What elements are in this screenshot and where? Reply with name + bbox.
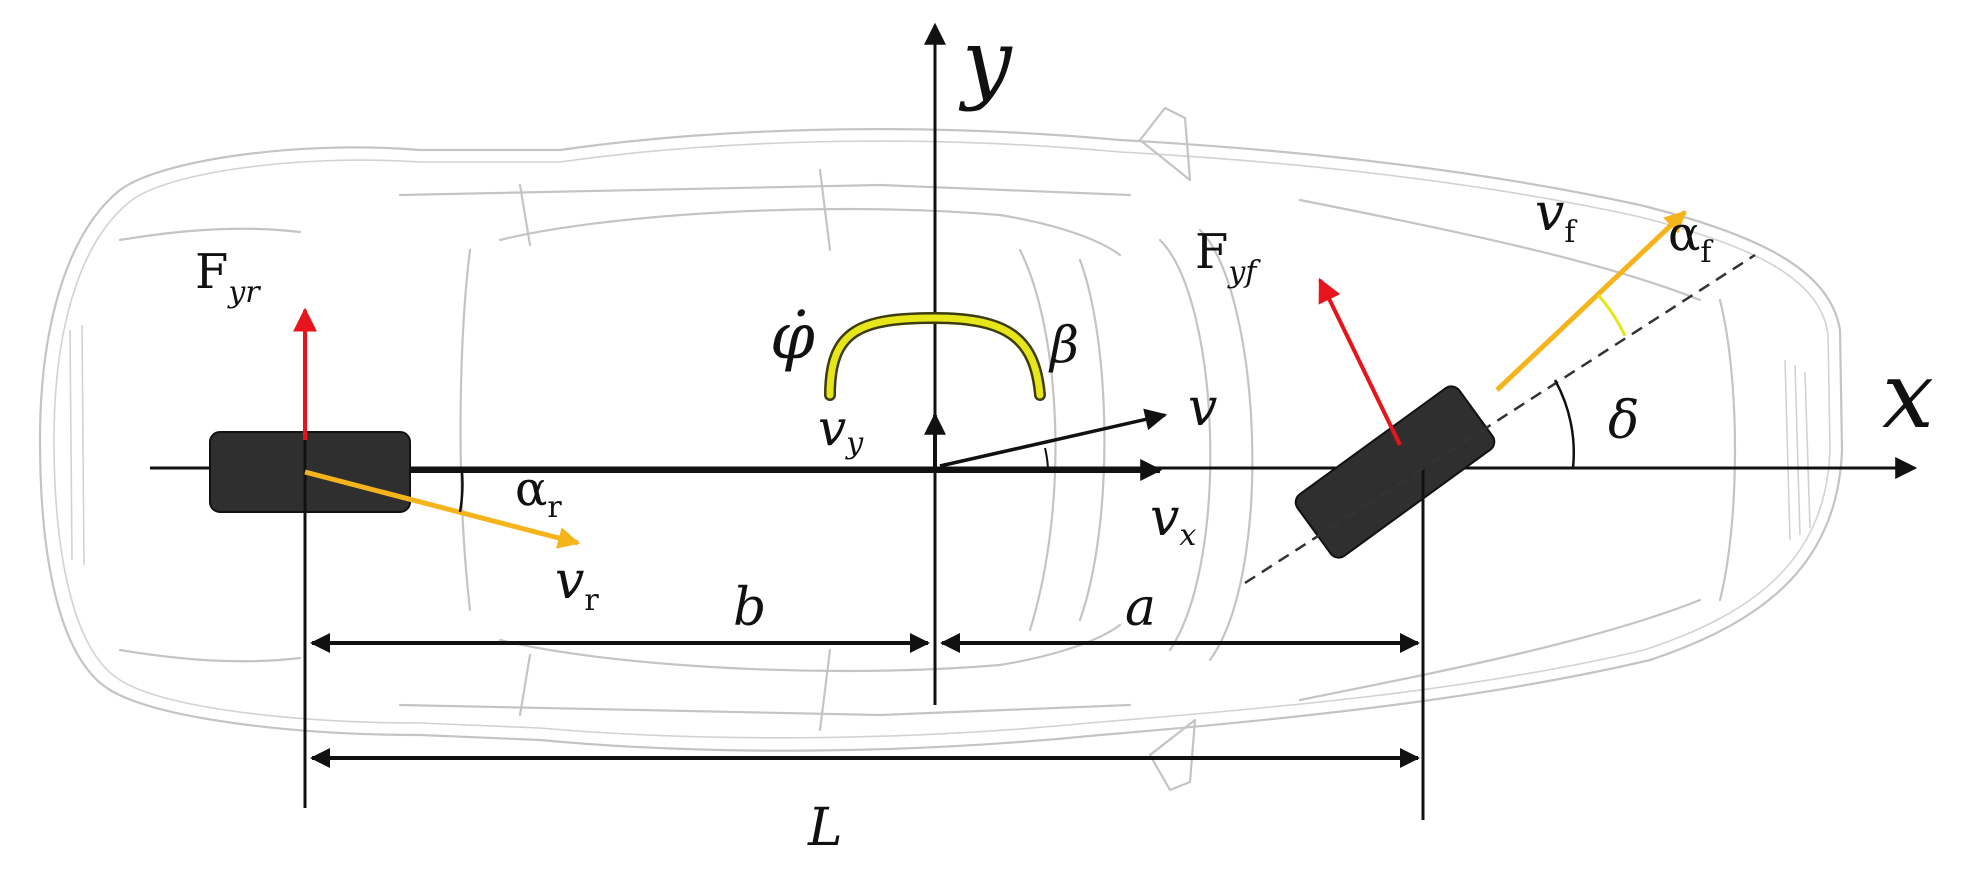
front-slip-label: αf <box>1668 206 1713 270</box>
yaw-rate-label: φ̇ <box>770 300 815 374</box>
steer-angle-label: δ <box>1608 391 1639 451</box>
y-axis-label: y <box>958 10 1013 113</box>
front-velocity-arrow <box>1495 210 1687 392</box>
front-velocity-label: vf <box>1535 183 1577 250</box>
v-arrow <box>939 408 1168 468</box>
sideslip-label: β <box>1048 316 1079 374</box>
rear-lateral-force-label: Fyr <box>195 244 261 310</box>
yaw-rate-arc-fill <box>826 314 1044 399</box>
rear-slip-arc <box>458 471 464 513</box>
v-label: v <box>1188 378 1217 438</box>
steer-angle-arc <box>1553 379 1575 469</box>
vy-label: vy <box>818 399 864 461</box>
front-lateral-force-label: Fyf <box>1195 224 1261 290</box>
front-lateral-force-arrow <box>1318 277 1402 446</box>
sideslip-arc <box>1044 447 1049 471</box>
dim-L-label: L <box>807 798 843 858</box>
front-wheel-heading-dashed <box>1244 253 1756 585</box>
front-wheel-icon <box>1294 385 1496 559</box>
front-slip-arc <box>1596 293 1627 337</box>
vx-label: vx <box>1150 488 1196 553</box>
dim-b-label: b <box>733 578 766 638</box>
rear-velocity-arrow <box>304 469 581 549</box>
car-top-view-outline-icon <box>38 106 1844 792</box>
x-axis-label: x <box>1882 342 1934 449</box>
dim-a-label: a <box>1125 578 1156 638</box>
rear-velocity-label: vr <box>555 551 599 618</box>
rear-slip-label: αr <box>515 461 562 525</box>
